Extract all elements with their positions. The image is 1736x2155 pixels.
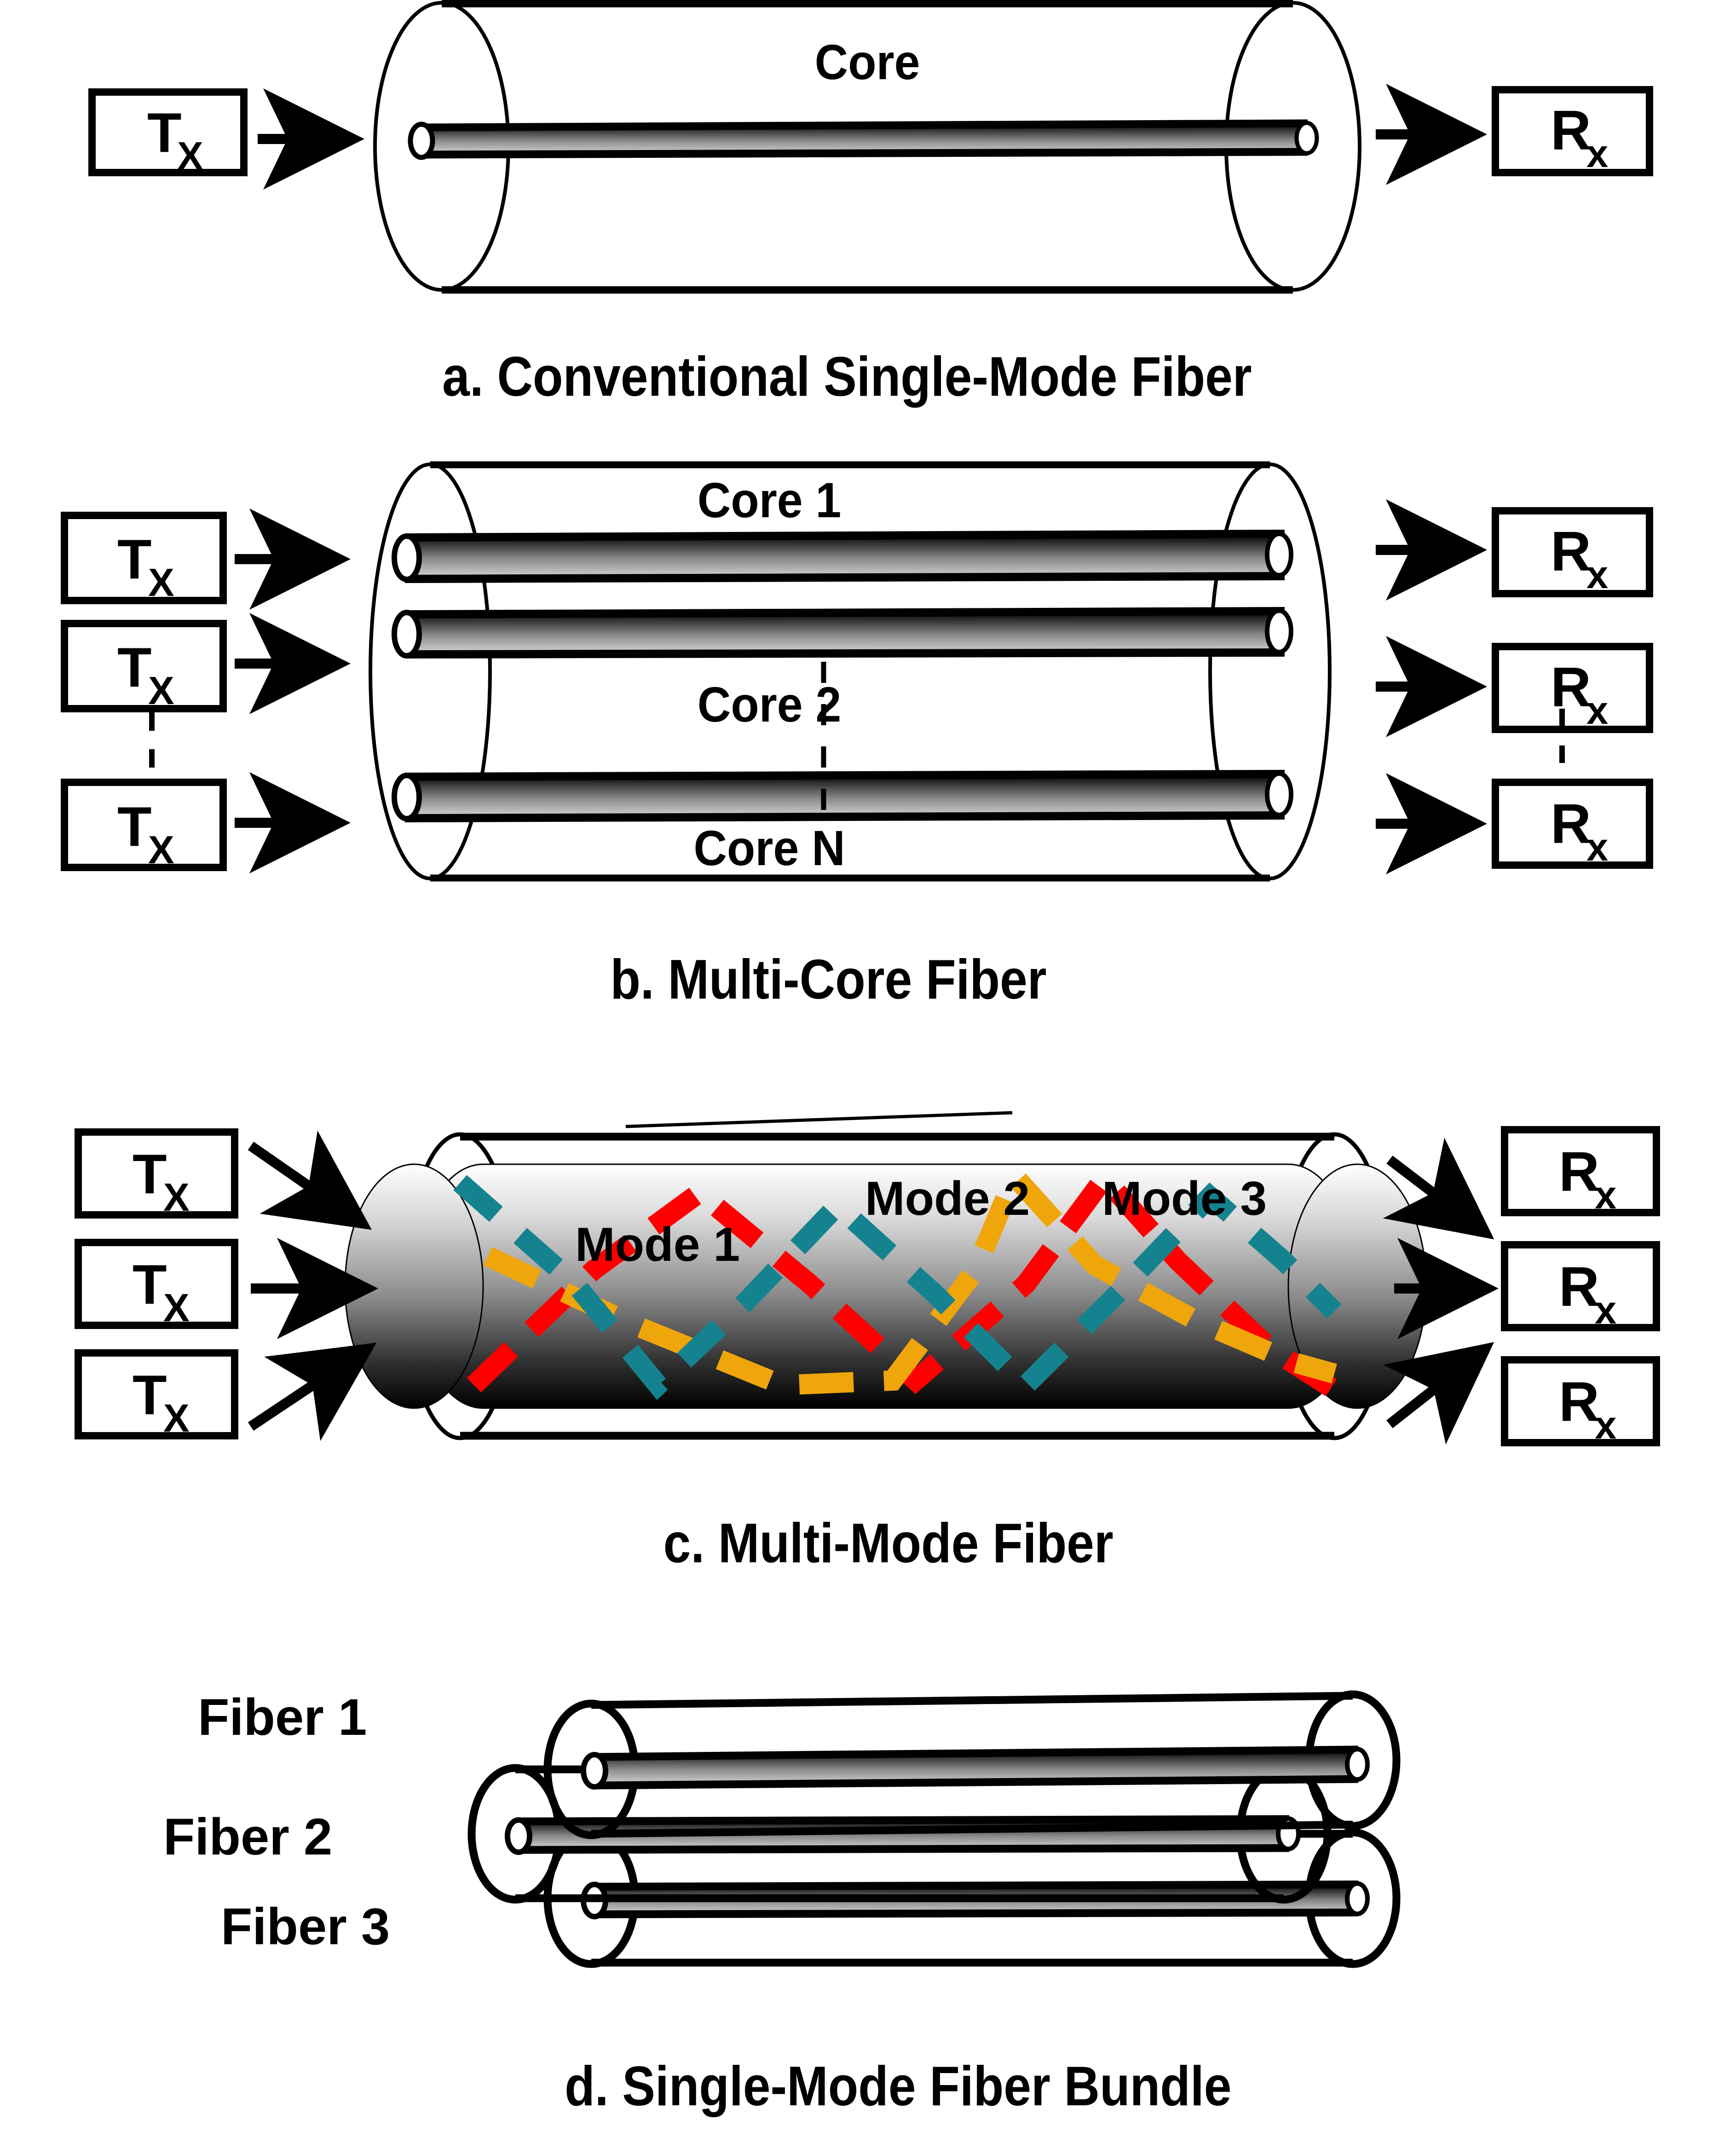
panel-a-rx-sublabel: x (1586, 132, 1608, 176)
panel-c-tx-box-2[interactable]: T X (75, 1239, 238, 1330)
panel-b-caption: b. Multi-Core Fiber (610, 948, 1046, 1011)
panel-c-mode-label-2: Mode 2 (865, 1172, 1030, 1225)
panel-d-fiber-bundle: Fiber 1 Fiber 2 Fiber 3 d. Single-Mode F… (163, 1688, 1401, 2118)
panel-c-pointer-line (625, 1111, 1013, 1128)
panel-c-rx-box-2[interactable]: R x (1501, 1241, 1660, 1332)
panel-b-tx-box-3[interactable]: T X (61, 779, 227, 872)
panel-c-tx-sublabel-1: X (163, 1176, 190, 1219)
panel-b-tx-label-1: T (117, 528, 152, 590)
panel-c-mode-3-path (453, 1175, 1342, 1400)
panel-c-rx-arrow-1 (1383, 1138, 1494, 1240)
panel-b-rx-label-1: R (1551, 520, 1591, 583)
panel-d-fiber-label-1: Fiber 1 (198, 1688, 367, 1746)
panel-a-tx-label: T (147, 101, 182, 164)
panel-c-rx-label-3: R (1559, 1370, 1599, 1433)
panel-c-tx-arrow-1 (248, 1130, 372, 1230)
panel-c-rx-label-2: R (1559, 1255, 1599, 1318)
panel-c-tx-label-3: T (133, 1363, 167, 1426)
panel-c-rx-sublabel-1: x (1595, 1173, 1616, 1217)
panel-a-tx-box[interactable]: T X (88, 88, 248, 178)
panel-b-rx-box-1[interactable]: R x (1492, 507, 1653, 597)
panel-c-rx-box-3[interactable]: R x (1501, 1356, 1660, 1447)
panel-c-rx-sublabel-2: x (1595, 1288, 1616, 1332)
panel-c-tx-arrow-3 (248, 1342, 377, 1441)
panel-c-mode-label-1: Mode 1 (575, 1218, 740, 1271)
panel-c-rx-arrow-3 (1383, 1342, 1494, 1444)
panel-b-rx-sublabel-3: x (1586, 826, 1608, 869)
panel-c-mode-2-path (483, 1157, 1337, 1396)
panel-a-single-mode-fiber: Core T X R x a. Conventional Single-Mode… (88, 0, 1653, 408)
panel-d-caption: d. Single-Mode Fiber Bundle (565, 2055, 1231, 2118)
panel-b-multi-core-fiber: Core 1 Core 2 Core N T X T X T X R x (61, 461, 1653, 1011)
panel-c-multi-mode-fiber: Mode 1 Mode 2 Mode 3 T X T X T X R x (75, 1111, 1660, 1575)
panel-c-mode-label-3: Mode 3 (1102, 1172, 1267, 1225)
panel-b-cladding (369, 461, 1332, 882)
panel-b-rx-label-2: R (1551, 656, 1591, 718)
panel-c-tx-sublabel-2: X (163, 1286, 190, 1330)
panel-b-core-label-2: Core 2 (698, 677, 842, 733)
panel-a-tx-sublabel: X (177, 134, 203, 178)
panel-b-tx-sublabel-3: X (148, 828, 174, 872)
panel-b-core-tube-1 (392, 530, 1293, 583)
panel-b-tx-sublabel-1: X (148, 561, 174, 605)
panel-c-tx-label-2: T (133, 1253, 167, 1316)
panel-b-core-tube-2 (392, 607, 1293, 659)
panel-b-tx-label-3: T (117, 795, 152, 858)
panel-b-tx-sublabel-2: X (148, 669, 174, 713)
panel-c-tx-label-1: T (133, 1143, 167, 1205)
panel-c-tx-box-1[interactable]: T X (75, 1128, 238, 1219)
panel-b-rx-box-3[interactable]: R x (1492, 779, 1653, 869)
panel-b-rx-box-2[interactable]: R x (1492, 643, 1653, 733)
panel-b-tx-box-2[interactable]: T X (61, 620, 227, 713)
panel-c-rx-label-1: R (1559, 1140, 1599, 1203)
panel-c-caption: c. Multi-Mode Fiber (663, 1512, 1113, 1575)
panel-c-tx-sublabel-3: X (163, 1397, 190, 1440)
panel-b-rx-label-3: R (1551, 792, 1591, 855)
panel-c-rx-sublabel-3: x (1595, 1404, 1616, 1447)
panel-a-caption: a. Conventional Single-Mode Fiber (442, 346, 1252, 408)
panel-b-rx-sublabel-2: x (1586, 689, 1608, 733)
panel-c-tx-box-3[interactable]: T X (75, 1349, 238, 1440)
panel-b-tx-label-2: T (117, 636, 152, 699)
panel-b-core-label-1: Core 1 (698, 473, 842, 528)
panel-a-core-tube (408, 119, 1319, 160)
panel-d-fiber-label-2: Fiber 2 (163, 1808, 332, 1866)
panel-a-core-label: Core (815, 35, 920, 90)
panel-d-fiber-1 (543, 1690, 1401, 1839)
panel-a-rx-box[interactable]: R x (1492, 86, 1653, 176)
panel-b-core-tube-n (392, 770, 1293, 822)
panel-b-rx-sublabel-1: x (1586, 553, 1608, 597)
panel-b-core-label-n: Core N (694, 821, 845, 876)
panel-a-rx-label: R (1551, 99, 1591, 162)
panel-b-tx-box-1[interactable]: T X (61, 512, 227, 605)
panel-c-rx-box-1[interactable]: R x (1501, 1126, 1660, 1217)
panel-d-fiber-label-3: Fiber 3 (221, 1898, 390, 1955)
